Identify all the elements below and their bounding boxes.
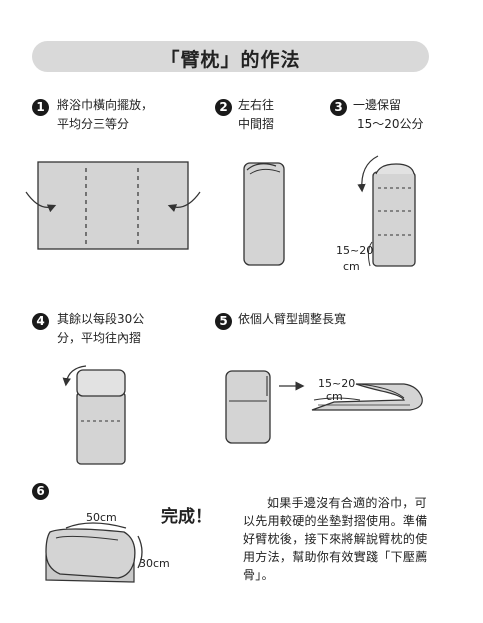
step-3-text-line1: 一邊保留	[353, 98, 402, 112]
step-1-number: 1	[32, 99, 49, 116]
step-4-block-illustration	[62, 365, 126, 465]
step-4-text-line2: 分，平均往內摺	[57, 331, 142, 345]
step-2-text-line2: 中間摺	[238, 117, 275, 131]
step-1-text-line2: 平均分三等分	[57, 117, 130, 131]
step-5-pillow-illustration	[225, 370, 423, 444]
step-2-strip-illustration	[243, 162, 285, 266]
done-text: 完成！	[161, 507, 212, 527]
step-4-number: 4	[32, 313, 49, 330]
fold-down-arrow	[357, 155, 379, 193]
step-3-number: 3	[330, 99, 347, 116]
step-6-finished-pillow-illustration	[45, 522, 143, 583]
height-label: 30cm	[139, 557, 170, 570]
step-6-number: 6	[32, 483, 49, 500]
step-3-strip-illustration	[357, 155, 416, 267]
fold-right-arrow	[25, 191, 57, 213]
step-2-text-line1: 左右往	[238, 98, 275, 112]
step-3-dim-label: 15~20	[336, 244, 373, 257]
description-paragraph: 如果手邊沒有合適的浴巾，可以先用較硬的坐墊對摺使用。準備好臂枕後，接下來將解說臂…	[243, 496, 428, 582]
step-3-dim-unit: cm	[343, 260, 360, 273]
fold-back-arrow	[62, 365, 87, 387]
step-5-dim-unit: cm	[326, 390, 343, 403]
step-1-towel-illustration	[25, 161, 201, 250]
step-3-text-line2: 15〜20公分	[357, 117, 424, 131]
step-4-text-line1: 其餘以每段30公	[57, 312, 145, 326]
width-label: 50cm	[86, 511, 117, 524]
width-indicator	[65, 522, 127, 529]
height-indicator	[137, 535, 143, 569]
step-5-text-line1: 依個人臂型調整長寬	[238, 312, 347, 326]
step-5-number: 5	[215, 313, 232, 330]
step-5-dim-label: 15~20	[318, 377, 355, 390]
title-banner: 「臂枕」的作法	[32, 41, 429, 72]
page-title: 「臂枕」的作法	[160, 49, 301, 71]
step-2-number: 2	[215, 99, 232, 116]
fold-left-arrow	[167, 191, 201, 213]
step-1-text-line1: 將浴巾橫向擺放，	[57, 98, 154, 112]
